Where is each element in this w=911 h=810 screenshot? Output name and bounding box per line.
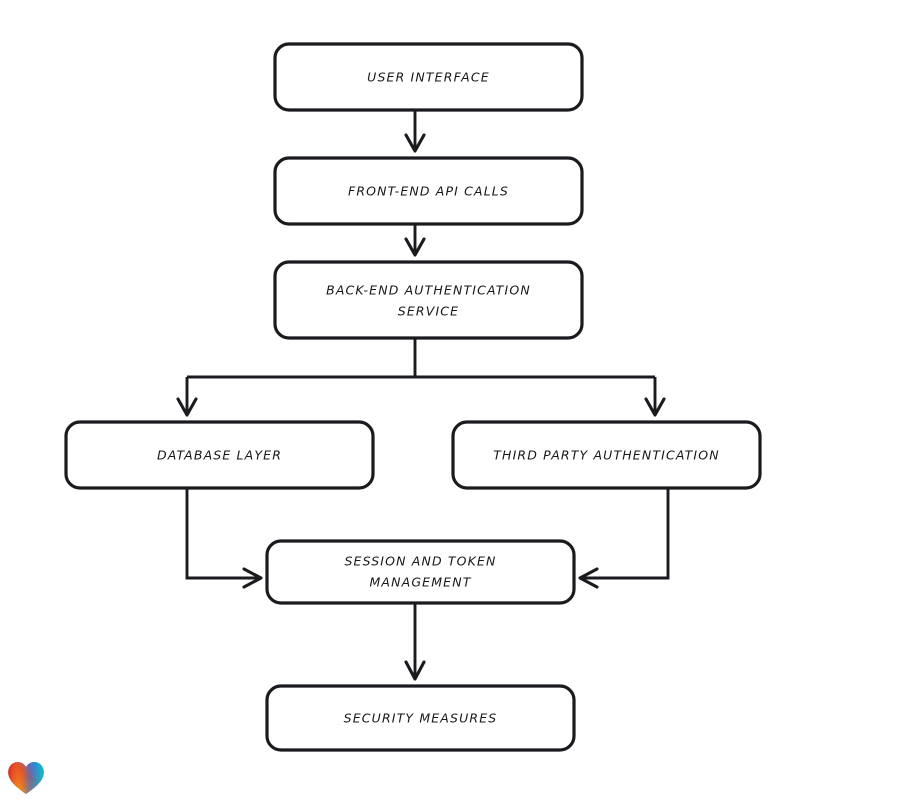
node-third-party-authentication-shape[interactable]: [451, 420, 762, 490]
node-session-and-token-management-label-line2: MANAGEMENT: [370, 575, 472, 590]
node-security-measures-label: SECURITY MEASURES: [344, 711, 498, 726]
node-user-interface[interactable]: USER INTERFACE: [273, 42, 584, 112]
edge-backend-to-database: [176, 377, 198, 417]
node-back-end-authentication-service-label-line1: BACK-END AUTHENTICATION: [326, 283, 531, 298]
node-third-party-authentication[interactable]: THIRD PARTY AUTHENTICATION: [451, 420, 762, 490]
node-front-end-api-calls-label: FRONT-END API CALLS: [348, 184, 509, 199]
node-security-measures[interactable]: SECURITY MEASURES: [265, 684, 576, 752]
edge-ui-to-api: [404, 110, 426, 153]
connector-layer: [176, 110, 670, 681]
heart-icon: [8, 761, 44, 795]
node-user-interface-shape[interactable]: [273, 42, 584, 112]
node-database-layer[interactable]: DATABASE LAYER: [64, 420, 375, 490]
node-user-interface-label: USER INTERFACE: [367, 70, 490, 85]
node-layer: USER INTERFACE FRONT-END API CALLS BACK-…: [64, 42, 762, 752]
node-database-layer-shape[interactable]: [64, 420, 375, 490]
node-front-end-api-calls-shape[interactable]: [273, 156, 584, 226]
edge-session-to-security: [404, 603, 426, 681]
edge-api-to-backend: [404, 224, 426, 257]
node-back-end-authentication-service-shape[interactable]: [273, 260, 584, 340]
node-session-and-token-management-shape[interactable]: [265, 539, 576, 605]
edge-database-to-session: [185, 488, 263, 589]
edge-thirdparty-to-session: [578, 488, 670, 589]
node-database-layer-label: DATABASE LAYER: [157, 448, 282, 463]
node-back-end-authentication-service-label-line2: SERVICE: [398, 304, 459, 319]
node-back-end-authentication-service[interactable]: BACK-END AUTHENTICATION SERVICE: [273, 260, 584, 340]
node-front-end-api-calls[interactable]: FRONT-END API CALLS: [273, 156, 584, 226]
node-session-and-token-management[interactable]: SESSION AND TOKEN MANAGEMENT: [265, 539, 576, 605]
edge-backend-to-thirdparty: [644, 377, 666, 417]
node-security-measures-shape[interactable]: [265, 684, 576, 752]
edge-backend-split-stem: [187, 338, 655, 379]
node-session-and-token-management-label-line1: SESSION AND TOKEN: [344, 554, 496, 569]
node-third-party-authentication-label: THIRD PARTY AUTHENTICATION: [493, 448, 720, 463]
